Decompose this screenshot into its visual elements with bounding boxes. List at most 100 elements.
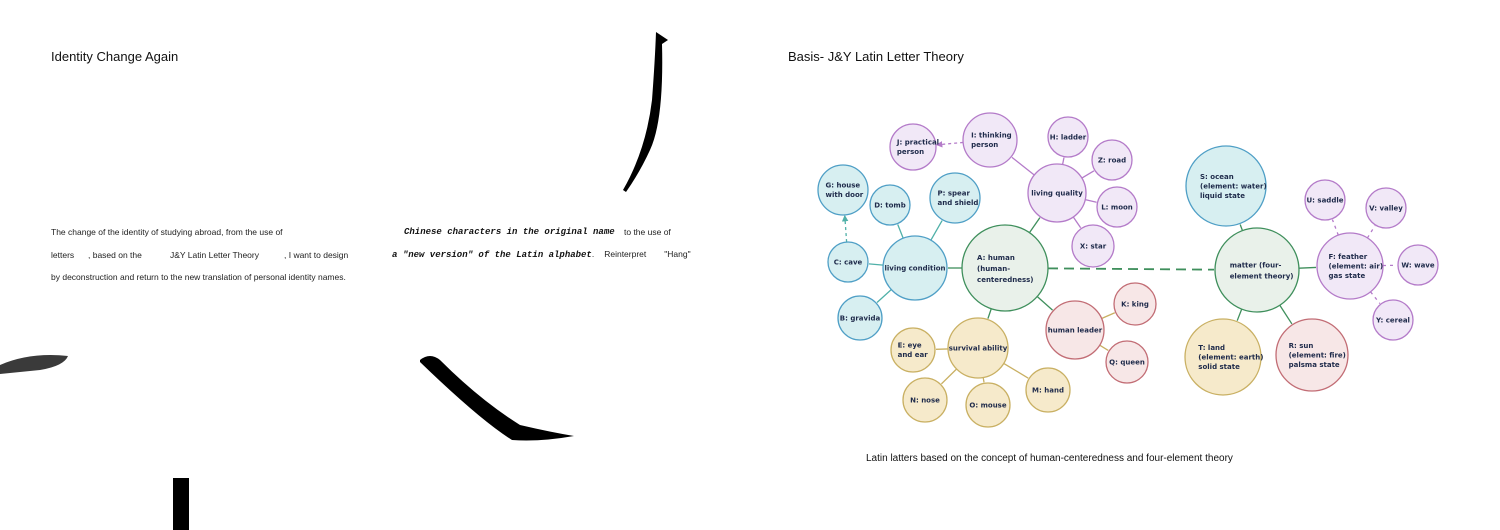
intro-line-2e: a "new version" of the Latin alphabet xyxy=(392,250,592,260)
intro-line-2d: , I want to design xyxy=(284,250,349,260)
edge-A-HL xyxy=(1036,296,1053,311)
edge-I-J xyxy=(935,141,964,148)
edge-LC-C xyxy=(868,263,884,266)
node-label: K: king xyxy=(1121,300,1149,308)
node-label: E: eye xyxy=(898,342,922,350)
node-circle xyxy=(1184,318,1262,396)
node-label: L: moon xyxy=(1101,203,1133,211)
node-circle xyxy=(1214,227,1300,313)
node-circle xyxy=(1316,232,1384,300)
node-circle xyxy=(1113,282,1157,326)
edge-LQ-X xyxy=(1072,216,1082,229)
node-label: solid state xyxy=(1198,363,1240,371)
node-circle xyxy=(1105,340,1149,384)
intro-line-2a: letters xyxy=(51,250,75,260)
node-label: B: gravida xyxy=(840,314,881,322)
node-label: P: spear xyxy=(938,190,971,198)
node-label: person xyxy=(971,141,998,149)
node-label: W: wave xyxy=(1401,261,1434,269)
node-label: V: valley xyxy=(1369,204,1403,212)
intro-line-2-emphasis: a "new version" of the Latin alphabet . … xyxy=(392,249,691,260)
node-u: U: saddle xyxy=(1304,179,1346,221)
edge-HL-K xyxy=(1101,312,1116,320)
node-label: (element: fire) xyxy=(1289,351,1346,359)
node-label: A: human xyxy=(977,254,1015,262)
intro-line-1b: Chinese characters in the original name xyxy=(404,227,615,237)
node-circle xyxy=(1091,139,1133,181)
node-label: matter (four- xyxy=(1230,261,1282,269)
node-y: Y: cereal xyxy=(1372,299,1414,341)
node-label: U: saddle xyxy=(1307,196,1344,204)
node-v: V: valley xyxy=(1365,187,1407,229)
node-l: L: moon xyxy=(1096,186,1138,228)
intro-line-2c: J&Y Latin Letter Theory xyxy=(170,250,259,260)
edge-MT-R xyxy=(1279,304,1293,325)
node-q: Q: queen xyxy=(1105,340,1149,384)
node-label: survival ability xyxy=(949,344,1008,352)
node-circle xyxy=(1304,179,1346,221)
node-circle xyxy=(827,241,869,283)
node-label: centeredness) xyxy=(977,276,1033,284)
node-r: R: sun(element: fire) palsma state xyxy=(1275,318,1349,392)
node-m: M: hand xyxy=(1025,367,1071,413)
node-f: F: feather(element: air) gas state xyxy=(1316,232,1384,300)
brush-stroke-vertical xyxy=(173,478,189,530)
edge-LQ-I xyxy=(1011,156,1035,176)
node-label: T: land xyxy=(1198,344,1225,352)
edge-MT-S xyxy=(1239,224,1244,231)
node-circle xyxy=(890,327,936,373)
node-z: Z: road xyxy=(1091,139,1133,181)
node-circle xyxy=(817,164,869,216)
node-label: Z: road xyxy=(1098,156,1126,164)
node-label: human leader xyxy=(1048,326,1103,334)
edge-F-V xyxy=(1366,225,1376,239)
node-label: R: sun xyxy=(1289,342,1314,350)
node-label: D: tomb xyxy=(874,201,906,209)
node-label: living condition xyxy=(884,264,945,272)
node-label: gas state xyxy=(1329,272,1366,280)
node-circle xyxy=(929,172,981,224)
node-label: (element: water) xyxy=(1200,182,1267,190)
node-label: N: nose xyxy=(910,396,940,404)
node-circle xyxy=(1275,318,1349,392)
node-label: and shield xyxy=(938,199,979,207)
node-x: X: star xyxy=(1071,224,1115,268)
edge-SA-M xyxy=(1003,362,1029,379)
intro-line-2h: "Hang" xyxy=(664,249,691,259)
node-circle xyxy=(1397,244,1439,286)
node-circle xyxy=(1372,299,1414,341)
edge-A-LQ xyxy=(1028,217,1041,234)
node-label: Y: cereal xyxy=(1375,316,1410,324)
node-label: G: house xyxy=(826,182,861,190)
edge-F-U xyxy=(1331,219,1339,236)
node-label: element theory) xyxy=(1230,272,1294,280)
node-label: F: feather xyxy=(1329,253,1368,261)
node-label: M: hand xyxy=(1032,386,1064,394)
intro-line-1c: to the use of xyxy=(624,227,671,237)
node-circle xyxy=(1096,186,1138,228)
node-s: S: ocean(element: water)liquid state xyxy=(1185,145,1267,227)
node-label: palsma state xyxy=(1289,361,1340,369)
intro-line-1a: The change of the identity of studying a… xyxy=(51,227,283,237)
node-label: (element: air) xyxy=(1329,262,1383,270)
edge-F-Y xyxy=(1370,291,1381,304)
node-k: K: king xyxy=(1113,282,1157,326)
node-label: living quality xyxy=(1031,189,1083,197)
edge-LQ-Z xyxy=(1081,170,1095,179)
node-label: (human- xyxy=(977,265,1010,273)
node-a: A: human (human-centeredness) xyxy=(961,224,1049,312)
node-n: N: nose xyxy=(902,377,948,423)
node-d: D: tomb xyxy=(869,184,911,226)
right-page-title: Basis- J&Y Latin Letter Theory xyxy=(788,49,964,64)
node-circle xyxy=(1185,145,1267,227)
edge-MT-F xyxy=(1298,266,1317,269)
node-circle xyxy=(837,295,883,341)
node-label: and ear xyxy=(898,351,929,359)
node-label: X: star xyxy=(1080,242,1107,250)
edge-HL-Q xyxy=(1099,344,1109,352)
intro-line-2f: . xyxy=(591,249,595,259)
